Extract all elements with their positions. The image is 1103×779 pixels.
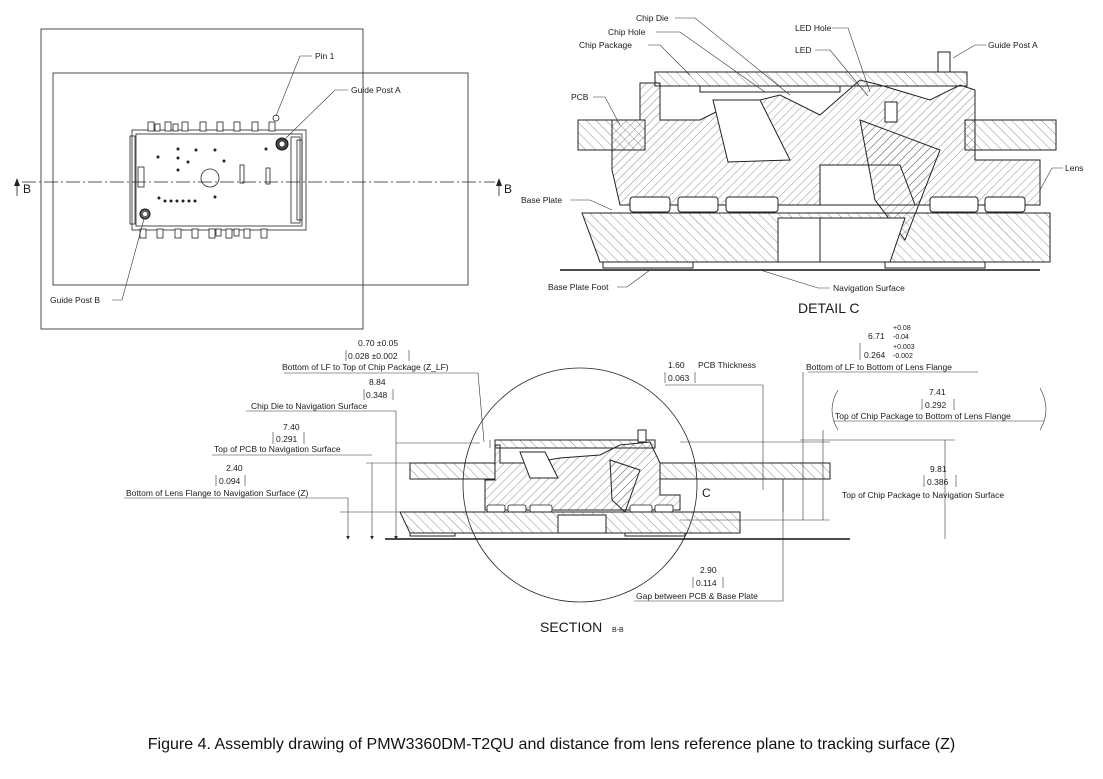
dim-die-nav: 8.84 0.348 Chip Die to Navigation Surfac… <box>246 377 480 540</box>
svg-text:Top of PCB to Navigation Surfa: Top of PCB to Navigation Surface <box>214 444 341 454</box>
svg-text:0.386: 0.386 <box>927 477 949 487</box>
svg-text:1.60: 1.60 <box>668 360 685 370</box>
svg-text:PCB Thickness: PCB Thickness <box>698 360 756 370</box>
svg-text:+0.08: +0.08 <box>893 325 911 332</box>
label-base-plate-foot: Base Plate Foot <box>548 282 609 292</box>
section-mark-left: B <box>23 182 31 196</box>
svg-text:0.292: 0.292 <box>925 400 947 410</box>
svg-text:Chip Die to Navigation Surface: Chip Die to Navigation Surface <box>251 401 368 411</box>
svg-text:0.063: 0.063 <box>668 373 690 383</box>
section-mark-right: B <box>504 182 512 196</box>
dim-pcb-nav: 7.40 0.291 Top of PCB to Navigation Surf… <box>212 422 410 540</box>
svg-text:Top of Chip Package to Bottom: Top of Chip Package to Bottom of Lens Fl… <box>835 411 1011 421</box>
svg-text:-0.04: -0.04 <box>893 334 909 341</box>
svg-text:Top of Chip Package to Navigat: Top of Chip Package to Navigation Surfac… <box>842 490 1004 500</box>
label-led: LED <box>795 45 812 55</box>
label-base-plate: Base Plate <box>521 195 562 205</box>
svg-text:-0.002: -0.002 <box>893 353 913 360</box>
svg-text:6.71: 6.71 <box>868 331 885 341</box>
section-bb: C 0.70 ±0.05 0.028 ±0.002 Bottom of LF t… <box>124 325 1047 635</box>
dim-pcb-thickness: 1.60 PCB Thickness 0.063 <box>664 360 770 490</box>
dim-lf-nav: 2.40 0.094 Bottom of Lens Flange to Navi… <box>124 463 400 540</box>
svg-text:7.40: 7.40 <box>283 422 300 432</box>
section-title-sub: B-B <box>612 627 624 634</box>
label-guide-post-b: Guide Post B <box>50 295 100 305</box>
label-pin-1: Pin 1 <box>315 51 335 61</box>
dim-lf-lens-flange: +0.08 6.71 -0.04 +0.003 0.264 -0.002 Bot… <box>680 325 978 521</box>
section-arrow-left: B <box>14 178 31 196</box>
svg-text:2.90: 2.90 <box>700 565 717 575</box>
svg-text:7.41: 7.41 <box>929 387 946 397</box>
section-arrow-right: B <box>496 178 512 196</box>
label-chip-hole: Chip Hole <box>608 27 646 37</box>
label-chip-die: Chip Die <box>636 13 669 23</box>
dim-gap-pcb-base: 2.90 0.114 Gap between PCB & Base Plate <box>634 479 784 602</box>
figure-caption: Figure 4. Assembly drawing of PMW3360DM-… <box>147 736 956 753</box>
svg-text:0.094: 0.094 <box>219 476 241 486</box>
svg-text:Bottom of LF to Top of Chip Pa: Bottom of LF to Top of Chip Package (Z_L… <box>282 362 449 372</box>
sensor-top-view <box>129 114 307 239</box>
dim-pkg-lens-flange: 7.41 0.292 Top of Chip Package to Bottom… <box>822 387 1047 520</box>
label-led-hole: LED Hole <box>795 23 832 33</box>
svg-text:Bottom of LF to Bottom of Lens: Bottom of LF to Bottom of Lens Flange <box>806 362 952 372</box>
svg-text:0.028 ±0.002: 0.028 ±0.002 <box>348 351 398 361</box>
svg-text:0.70 ±0.05: 0.70 ±0.05 <box>358 338 398 348</box>
label-guide-post-a-detail: Guide Post A <box>988 40 1038 50</box>
label-guide-post-a-plan: Guide Post A <box>351 85 401 95</box>
svg-text:+0.003: +0.003 <box>893 344 915 351</box>
section-title: SECTION <box>540 619 602 635</box>
svg-text:Gap between PCB & Base Plate: Gap between PCB & Base Plate <box>636 591 758 601</box>
label-chip-package: Chip Package <box>579 40 632 50</box>
svg-text:0.348: 0.348 <box>366 390 388 400</box>
plan-view: B B <box>14 28 512 330</box>
detail-c-ref: C <box>702 486 711 500</box>
svg-text:2.40: 2.40 <box>226 463 243 473</box>
svg-text:0.114: 0.114 <box>696 578 717 588</box>
svg-text:Bottom of Lens Flange to Navig: Bottom of Lens Flange to Navigation Surf… <box>126 488 309 498</box>
label-pcb: PCB <box>571 92 589 102</box>
svg-text:9.81: 9.81 <box>930 464 947 474</box>
svg-text:8.84: 8.84 <box>369 377 386 387</box>
detail-c: Chip Die Chip Hole Chip Package PCB LED … <box>521 13 1083 316</box>
label-navigation-surface: Navigation Surface <box>833 283 905 293</box>
svg-text:0.264: 0.264 <box>864 350 886 360</box>
svg-text:0.291: 0.291 <box>276 434 298 444</box>
dim-pkg-nav: 9.81 0.386 Top of Chip Package to Naviga… <box>800 439 1004 539</box>
dim-lf-chip: 0.70 ±0.05 0.028 ±0.002 Bottom of LF to … <box>282 338 491 448</box>
detail-c-title: DETAIL C <box>798 300 859 316</box>
label-lens: Lens <box>1065 163 1083 173</box>
